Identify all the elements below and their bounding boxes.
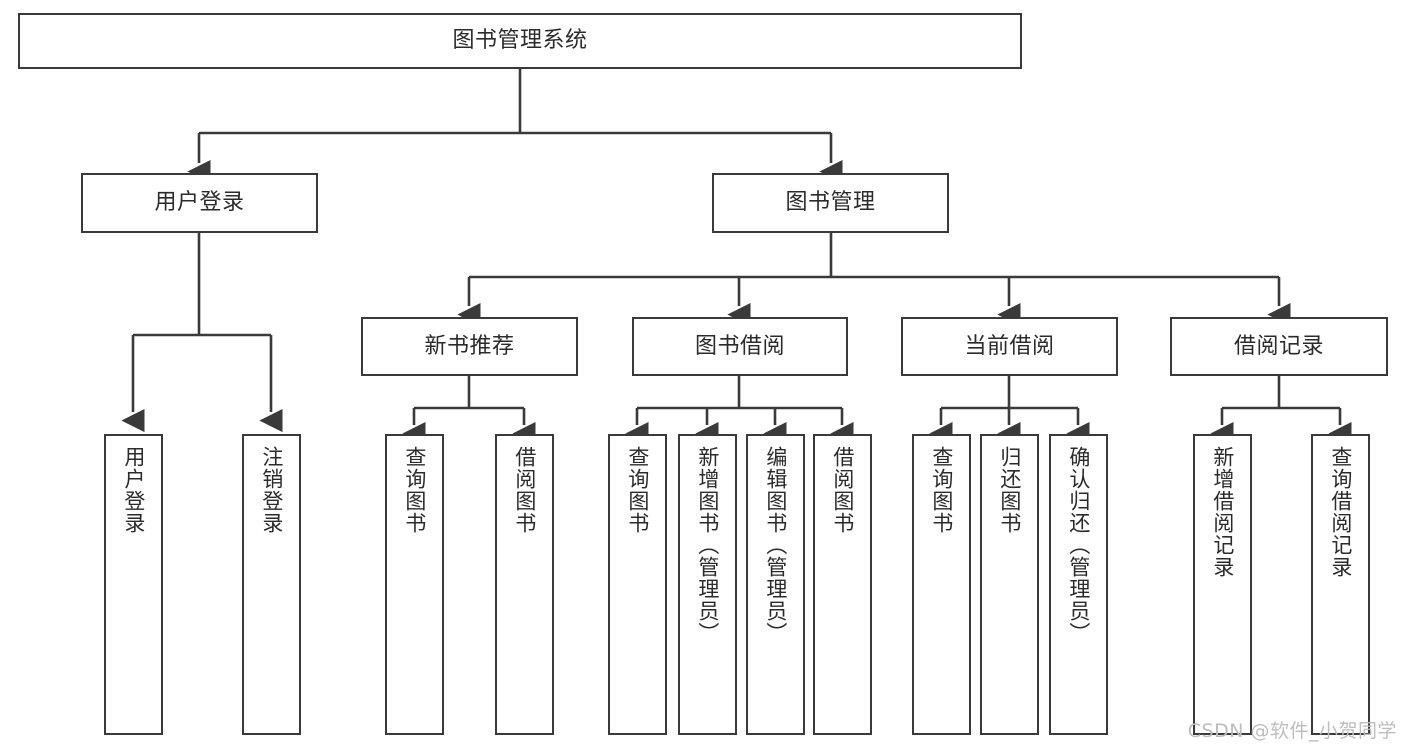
leaf-borrow-query-book-label: 查询图书 — [625, 446, 650, 534]
node-borrow-record-label: 借阅记录 — [1233, 333, 1324, 359]
leaf-user-login-login[interactable]: 用户登录 — [104, 434, 163, 735]
leaf-borrow-borrow-book-label: 借阅图书 — [830, 446, 855, 534]
leaf-user-login-logout-label: 注销登录 — [259, 446, 284, 534]
node-user-login-label: 用户登录 — [154, 190, 245, 216]
node-user-login[interactable]: 用户登录 — [81, 173, 318, 233]
leaf-recommend-query-book[interactable]: 查询图书 — [385, 434, 444, 735]
node-book-borrow-label: 图书借阅 — [694, 333, 785, 359]
node-root-label: 图书管理系统 — [452, 28, 588, 54]
leaf-record-add-record[interactable]: 新增借阅记录 — [1193, 434, 1252, 735]
node-book-management-label: 图书管理 — [785, 190, 876, 216]
leaf-recommend-query-book-label: 查询图书 — [402, 446, 427, 534]
leaf-user-login-login-label: 用户登录 — [121, 446, 146, 534]
leaf-current-return-book-label: 归还图书 — [997, 446, 1022, 534]
leaf-record-query-record-label: 查询借阅记录 — [1328, 446, 1353, 578]
leaf-borrow-add-book-label: 新增图书（管理员） — [695, 446, 720, 644]
leaf-current-return-book[interactable]: 归还图书 — [980, 434, 1039, 735]
node-root[interactable]: 图书管理系统 — [18, 13, 1022, 69]
leaf-recommend-borrow-book-label: 借阅图书 — [512, 446, 537, 534]
leaf-recommend-borrow-book[interactable]: 借阅图书 — [495, 434, 554, 735]
watermark: CSDN @软件_小贺同学 — [1187, 720, 1397, 742]
leaf-current-query-book-label: 查询图书 — [929, 446, 954, 534]
node-new-book-recommend-label: 新书推荐 — [424, 333, 515, 359]
node-new-book-recommend[interactable]: 新书推荐 — [361, 317, 578, 376]
leaf-current-confirm-return-label: 确认归还（管理员） — [1066, 446, 1091, 644]
node-current-borrow-label: 当前借阅 — [964, 333, 1055, 359]
leaf-record-add-record-label: 新增借阅记录 — [1210, 446, 1235, 578]
leaf-borrow-borrow-book[interactable]: 借阅图书 — [813, 434, 872, 735]
leaf-borrow-edit-book[interactable]: 编辑图书（管理员） — [746, 434, 805, 735]
node-borrow-record[interactable]: 借阅记录 — [1170, 317, 1388, 376]
leaf-current-query-book[interactable]: 查询图书 — [912, 434, 971, 735]
leaf-user-login-logout[interactable]: 注销登录 — [242, 434, 301, 735]
node-current-borrow[interactable]: 当前借阅 — [901, 317, 1118, 376]
leaf-borrow-add-book[interactable]: 新增图书（管理员） — [678, 434, 737, 735]
leaf-current-confirm-return[interactable]: 确认归还（管理员） — [1049, 434, 1108, 735]
node-book-management[interactable]: 图书管理 — [712, 173, 949, 233]
leaf-borrow-edit-book-label: 编辑图书（管理员） — [763, 446, 788, 644]
leaf-borrow-query-book[interactable]: 查询图书 — [608, 434, 667, 735]
node-book-borrow[interactable]: 图书借阅 — [632, 317, 848, 376]
leaf-record-query-record[interactable]: 查询借阅记录 — [1311, 434, 1370, 735]
